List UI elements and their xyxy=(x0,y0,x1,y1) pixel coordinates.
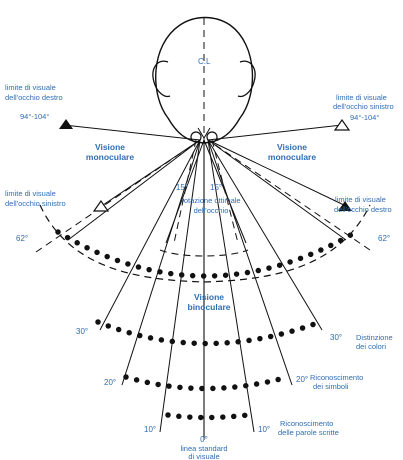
limit-label-left-eye-side-2: dell'occhio sinistro xyxy=(5,199,66,208)
monocular-right-title-1: Visione xyxy=(277,142,307,152)
colors-label-2: dei colori xyxy=(356,342,386,351)
limit-label-right-eye-top-1: limite di visuale xyxy=(5,83,56,92)
degree-20-left: 20° xyxy=(104,378,116,387)
degree-10-left: 10° xyxy=(144,425,156,434)
standard-line-label-2: di visuale xyxy=(188,452,219,460)
limit-marker-left xyxy=(59,119,73,129)
optimal-rotation-label-1: rotazione ottimale xyxy=(181,196,240,205)
symbols-label-1: Riconoscimento xyxy=(310,373,363,382)
monocular-limit-lines xyxy=(63,124,347,208)
limit-label-right-eye-top-3: 94°-104° xyxy=(20,112,49,121)
colors-label-1: Distinzione xyxy=(356,333,393,342)
degree-30-left: 30° xyxy=(76,327,88,336)
limit-marker-right-lower xyxy=(338,201,352,211)
degree-20-right: 20° xyxy=(296,375,308,384)
limit-marker-left-lower xyxy=(92,199,110,212)
degree-62-right: 62° xyxy=(378,234,390,243)
limit-label-left-eye-side-1: limite di visuale xyxy=(5,189,56,198)
fan-rays xyxy=(67,139,347,440)
angle-15-left: 15° xyxy=(176,183,188,192)
degree-0: 0° xyxy=(200,435,208,444)
limit-label-right-eye-side-2: dell'occhio destro xyxy=(334,205,392,214)
degree-30-right: 30° xyxy=(330,333,342,342)
dashed-side-lines xyxy=(35,139,371,253)
binocular-title-1: Visione xyxy=(194,292,224,302)
degree-10-right: 10° xyxy=(258,425,270,434)
dotted-arcs xyxy=(55,229,359,421)
center-line-label: C.L xyxy=(198,57,211,66)
limit-marker-right xyxy=(333,118,351,131)
words-label-2: delle parole scritte xyxy=(278,428,339,437)
monocular-right-title-2: monoculare xyxy=(268,152,316,162)
words-label-1: Riconoscimento xyxy=(280,419,333,428)
standard-line-label-1: linea standard xyxy=(180,444,227,453)
angle-15-right: 15° xyxy=(210,183,222,192)
limit-label-right-eye-side-1: limite di visuale xyxy=(335,195,386,204)
limit-label-left-eye-top-2: dell'occhio sinistro xyxy=(333,102,394,111)
monocular-left-title-2: monoculare xyxy=(86,152,134,162)
limit-label-left-eye-top-3: 94°-104° xyxy=(350,113,379,122)
degree-62-left: 62° xyxy=(16,234,28,243)
optimal-rotation-label-2: dell'occhio xyxy=(194,206,229,215)
limit-label-right-eye-top-2: dell'occhio destro xyxy=(5,93,63,102)
peripheral-arcs xyxy=(39,204,371,283)
monocular-left-title-1: Visione xyxy=(95,142,125,152)
symbols-label-2: dei simboli xyxy=(313,382,349,391)
limit-label-left-eye-top-1: limite di visuale xyxy=(336,93,387,102)
limit-triangles xyxy=(59,118,352,212)
binocular-title-2: binoculare xyxy=(188,302,231,312)
